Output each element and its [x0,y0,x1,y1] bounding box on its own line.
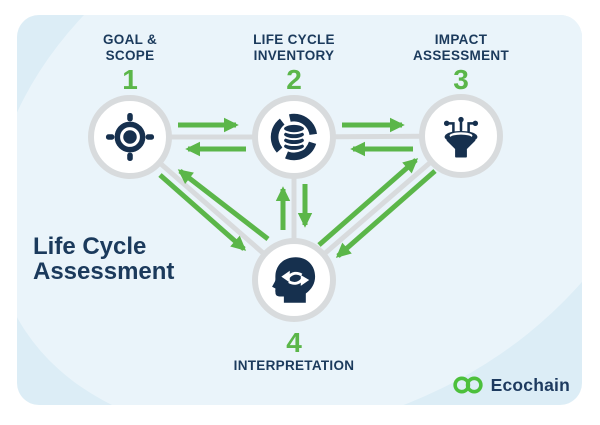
node-interpretation-number: 4 [286,327,302,358]
node-impact-number: 3 [453,64,469,95]
arrow-1-to-4 [158,173,247,251]
funnel-icon [443,116,479,158]
arrow-3-to-4 [335,169,437,258]
node-goal-scope [88,95,172,179]
node-impact-label: IMPACT ASSESSMENT [412,32,510,63]
node-goal-scope-label: GOAL & SCOPE [102,32,158,63]
arrow-4-to-3 [317,158,419,247]
node-impact [419,94,503,178]
target-icon [105,112,155,162]
cycle-database-icon [270,113,318,161]
ecochain-logo: Ecochain [452,374,570,396]
ecochain-logo-icon [452,376,483,394]
head-interpretation-icon [272,257,316,303]
node-inventory-label: LIFE CYCLE INVENTORY [253,32,335,63]
node-interpretation-label: INTERPRETATION [233,358,355,373]
node-interpretation [252,238,336,322]
arrow-4-to-1 [177,169,270,241]
diagram-title: Life Cycle Assessment [33,233,175,285]
node-goal-scope-number: 1 [122,64,138,95]
node-inventory-number: 2 [286,64,302,95]
ecochain-logo-text: Ecochain [490,374,570,395]
node-inventory [252,95,336,179]
green-flow-arrows [158,117,437,258]
lca-diagram-card: GOAL & SCOPE 1 LIFE CYCLE INVENTORY 2 IM… [17,15,582,405]
